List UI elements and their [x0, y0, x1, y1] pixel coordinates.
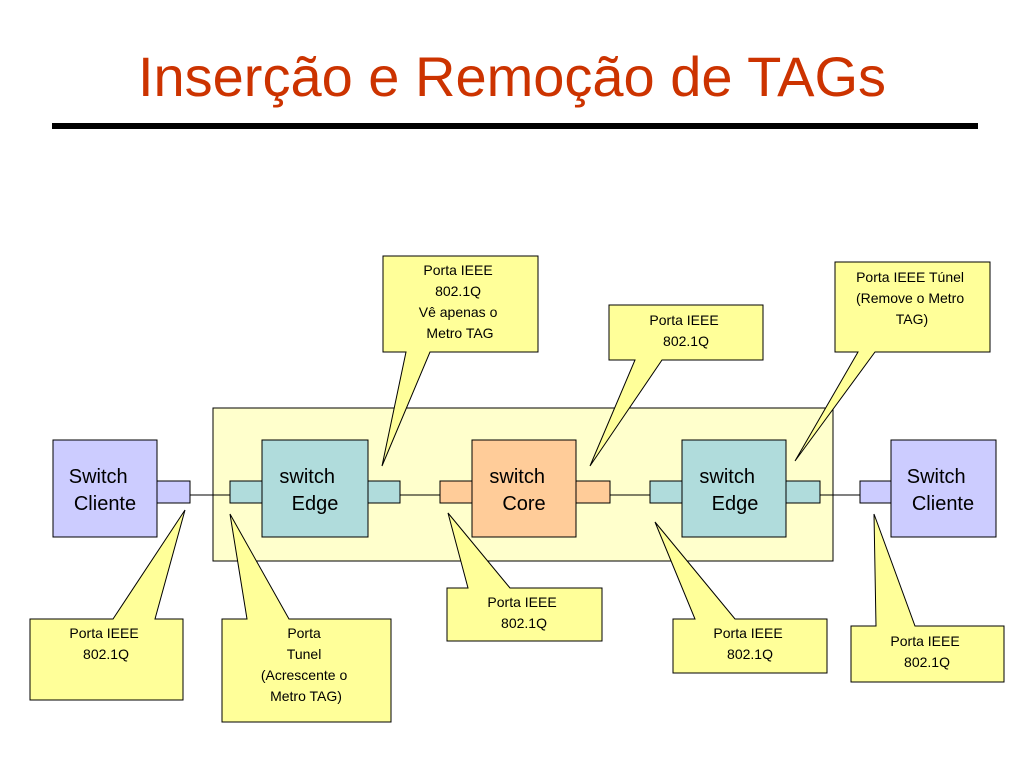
callout-client-right: Porta IEEE 802.1Q [850, 513, 1005, 683]
port-edge-left-in [229, 480, 263, 504]
client-switch-left: Switch Cliente [52, 439, 158, 538]
callout-edge-right-out-line3: TAG) [896, 311, 928, 327]
callout-client-left-line2: 802.1Q [83, 646, 129, 662]
svg-text:Porta IEEE Túnel (Remo: Porta IEEE Túnel (Remove o Metro TAG) [856, 269, 968, 327]
callout-core-right: Porta IEEE 802.1Q [589, 304, 764, 467]
callout-edge-left-out-line3: Vê apenas o [419, 304, 498, 320]
callout-edge-right-out-line2: (Remove o Metro [856, 290, 964, 306]
callout-edge-right-in: Porta IEEE 802.1Q [654, 521, 828, 674]
client-switch-right: Switch Cliente [890, 439, 997, 538]
core-label-line2: Core [502, 493, 545, 515]
port-edge-left-out [367, 480, 401, 504]
callout-edge-left-in-line2: Tunel [287, 646, 322, 662]
callout-edge-right-in-line2: 802.1Q [727, 646, 773, 662]
svg-text:Switch Cliente: Switch Cliente [69, 466, 136, 515]
client-left-label-line1: Switch [69, 466, 128, 488]
edge-right-label-line2: Edge [712, 493, 759, 515]
callout-edge-left-out: Porta IEEE 802.1Q Vê apenas o Metro TAG [381, 255, 539, 467]
core-label-line1: switch [489, 466, 545, 488]
callout-edge-left-in-line4: Metro TAG) [270, 688, 342, 704]
callout-core-left-line1: Porta IEEE [487, 594, 556, 610]
callout-client-left: Porta IEEE 802.1Q [29, 509, 186, 701]
callout-edge-left-out-line4: Metro TAG [426, 325, 493, 341]
svg-text:switch Core: switch Core [489, 466, 550, 515]
port-core-left [439, 480, 473, 504]
edge-left-label-line1: switch [279, 466, 335, 488]
callout-core-left: Porta IEEE 802.1Q [446, 512, 603, 642]
callout-edge-right-out-line1: Porta IEEE Túnel [856, 269, 964, 285]
callout-edge-right-in-line1: Porta IEEE [713, 625, 782, 641]
callout-edge-left-in-line3: (Acrescente o [261, 667, 348, 683]
svg-text:switch Edge: switch Edge [279, 466, 340, 515]
client-left-label-line2: Cliente [74, 493, 136, 515]
ports [156, 480, 892, 504]
edge-left-label-line2: Edge [292, 493, 339, 515]
callout-edge-left-in-line1: Porta [287, 625, 321, 641]
callout-edge-left-out-line1: Porta IEEE [423, 262, 492, 278]
svg-text:Switch Cliente: Switch Cliente [907, 466, 974, 515]
svg-text:Porta IEEE 802.1Q: Porta IEEE 802.1Q [69, 625, 142, 662]
title-divider [52, 123, 978, 129]
callout-edge-left-out-line2: 802.1Q [435, 283, 481, 299]
callout-core-right-line1: Porta IEEE [649, 312, 718, 328]
callout-client-right-line2: 802.1Q [904, 654, 950, 670]
port-client-left [156, 480, 191, 504]
svg-text:Porta IEEE 802.1Q: Porta IEEE 802.1Q Vê apenas o Metro TAG [419, 262, 502, 341]
callout-core-right-line2: 802.1Q [663, 333, 709, 349]
svg-text:Porta IEEE 802.1Q: Porta IEEE 802.1Q [649, 312, 722, 349]
core-switch: switch Core [471, 439, 577, 538]
port-core-right [575, 480, 611, 504]
svg-text:Porta IEEE 802.1Q: Porta IEEE 802.1Q [713, 625, 786, 662]
edge-switch-right: switch Edge [681, 439, 787, 538]
callout-client-left-line1: Porta IEEE [69, 625, 138, 641]
client-right-label-line2: Cliente [912, 493, 974, 515]
port-client-right [859, 480, 892, 504]
svg-text:Porta IEEE 802.1Q: Porta IEEE 802.1Q [487, 594, 560, 631]
callout-edge-left-in: Porta Tunel (Acrescente o Metro TAG) [221, 513, 392, 723]
callout-client-right-line1: Porta IEEE [890, 633, 959, 649]
svg-text:Porta IEEE 802.1Q: Porta IEEE 802.1Q [890, 633, 963, 670]
callout-edge-right-out: Porta IEEE Túnel (Remove o Metro TAG) [794, 261, 991, 462]
edge-right-label-line1: switch [699, 466, 755, 488]
port-edge-right-out [785, 480, 821, 504]
client-right-label-line1: Switch [907, 466, 966, 488]
edge-switch-left: switch Edge [261, 439, 369, 538]
svg-text:Porta Tunel (A: Porta Tunel (Acrescente o Metro TAG) [261, 625, 351, 704]
port-edge-right-in [649, 480, 683, 504]
callout-core-left-line2: 802.1Q [501, 615, 547, 631]
slide-title: Inserção e Remoção de TAGs [137, 45, 887, 108]
svg-text:switch Edge: switch Edge [699, 466, 760, 515]
